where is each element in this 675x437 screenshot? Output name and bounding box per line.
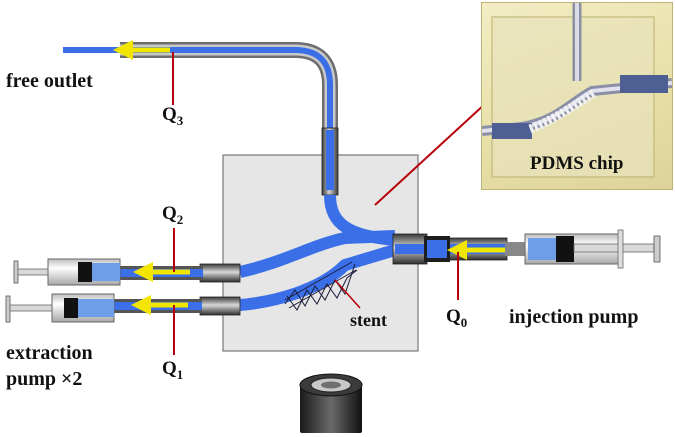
extraction-pump-label-line2: pump ×2 xyxy=(6,368,83,390)
free-outlet-label: free outlet xyxy=(6,70,93,92)
chip-callout-line xyxy=(374,91,499,206)
stent-leader xyxy=(334,279,361,309)
injection-pump-label: injection pump xyxy=(509,306,639,328)
q3-label: Q3 xyxy=(162,104,184,128)
upper-channel xyxy=(238,230,396,278)
syringe-icon xyxy=(505,229,661,269)
extraction-pump-label-line1: extraction xyxy=(6,342,93,364)
stent-label: stent xyxy=(350,310,387,330)
syringe-icon xyxy=(5,293,115,323)
top-channel xyxy=(324,194,396,246)
q1-label: Q1 xyxy=(162,358,184,382)
syringe-icon xyxy=(13,258,121,286)
q0-label: Q0 xyxy=(446,306,468,330)
stent xyxy=(284,261,358,311)
pdms-chip-label: PDMS chip xyxy=(530,153,624,174)
pdms-chip-photo: PDMS chip xyxy=(481,2,673,190)
flow-arrow-icon xyxy=(113,40,505,315)
microscope-objective-icon xyxy=(299,373,363,433)
q2-label: Q2 xyxy=(162,203,184,227)
